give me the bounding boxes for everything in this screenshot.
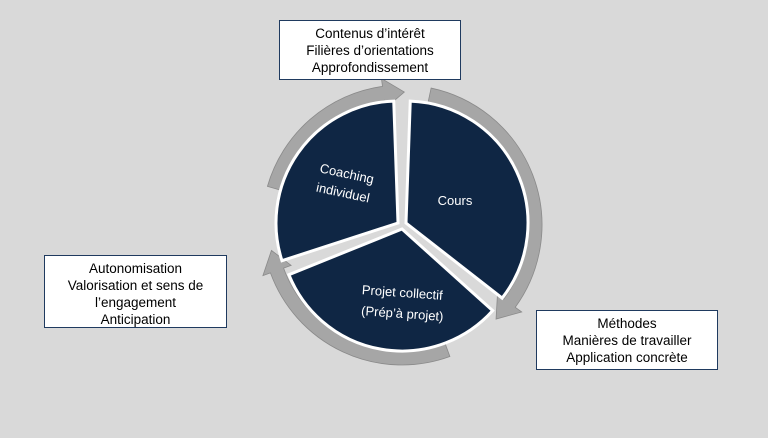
segment-projet bbox=[286, 227, 495, 353]
segment-label-projet-line2: (Prép’à projet) bbox=[361, 303, 444, 324]
box-methodes: Méthodes Manières de travailler Applicat… bbox=[536, 310, 718, 370]
segment-label-projet-line1: Projet collectif bbox=[361, 282, 443, 303]
box-left-line-4: Anticipation bbox=[100, 312, 171, 327]
segment-coaching bbox=[274, 99, 400, 263]
box-left-line-3: l’engagement bbox=[94, 295, 177, 310]
box-right-line-3: Application concrète bbox=[566, 350, 688, 365]
box-top-line-3: Approfondissement bbox=[311, 60, 429, 75]
box-top-line-2: Filières d’orientations bbox=[306, 43, 434, 58]
box-right-line-2: Manières de travailler bbox=[562, 333, 692, 348]
segment-label-cours: Cours bbox=[438, 193, 473, 208]
box-top-line-1: Contenus d’intérêt bbox=[315, 26, 425, 41]
box-left-line-2: Valorisation et sens de bbox=[67, 278, 204, 293]
box-contenus: Contenus d’intérêt Filières d’orientatio… bbox=[279, 20, 461, 80]
box-right-line-1: Méthodes bbox=[597, 316, 657, 331]
box-autonomisation: Autonomisation Valorisation et sens de l… bbox=[44, 255, 227, 328]
segment-cours bbox=[404, 99, 530, 301]
pie-segments bbox=[274, 99, 530, 353]
box-left-line-1: Autonomisation bbox=[88, 261, 183, 276]
